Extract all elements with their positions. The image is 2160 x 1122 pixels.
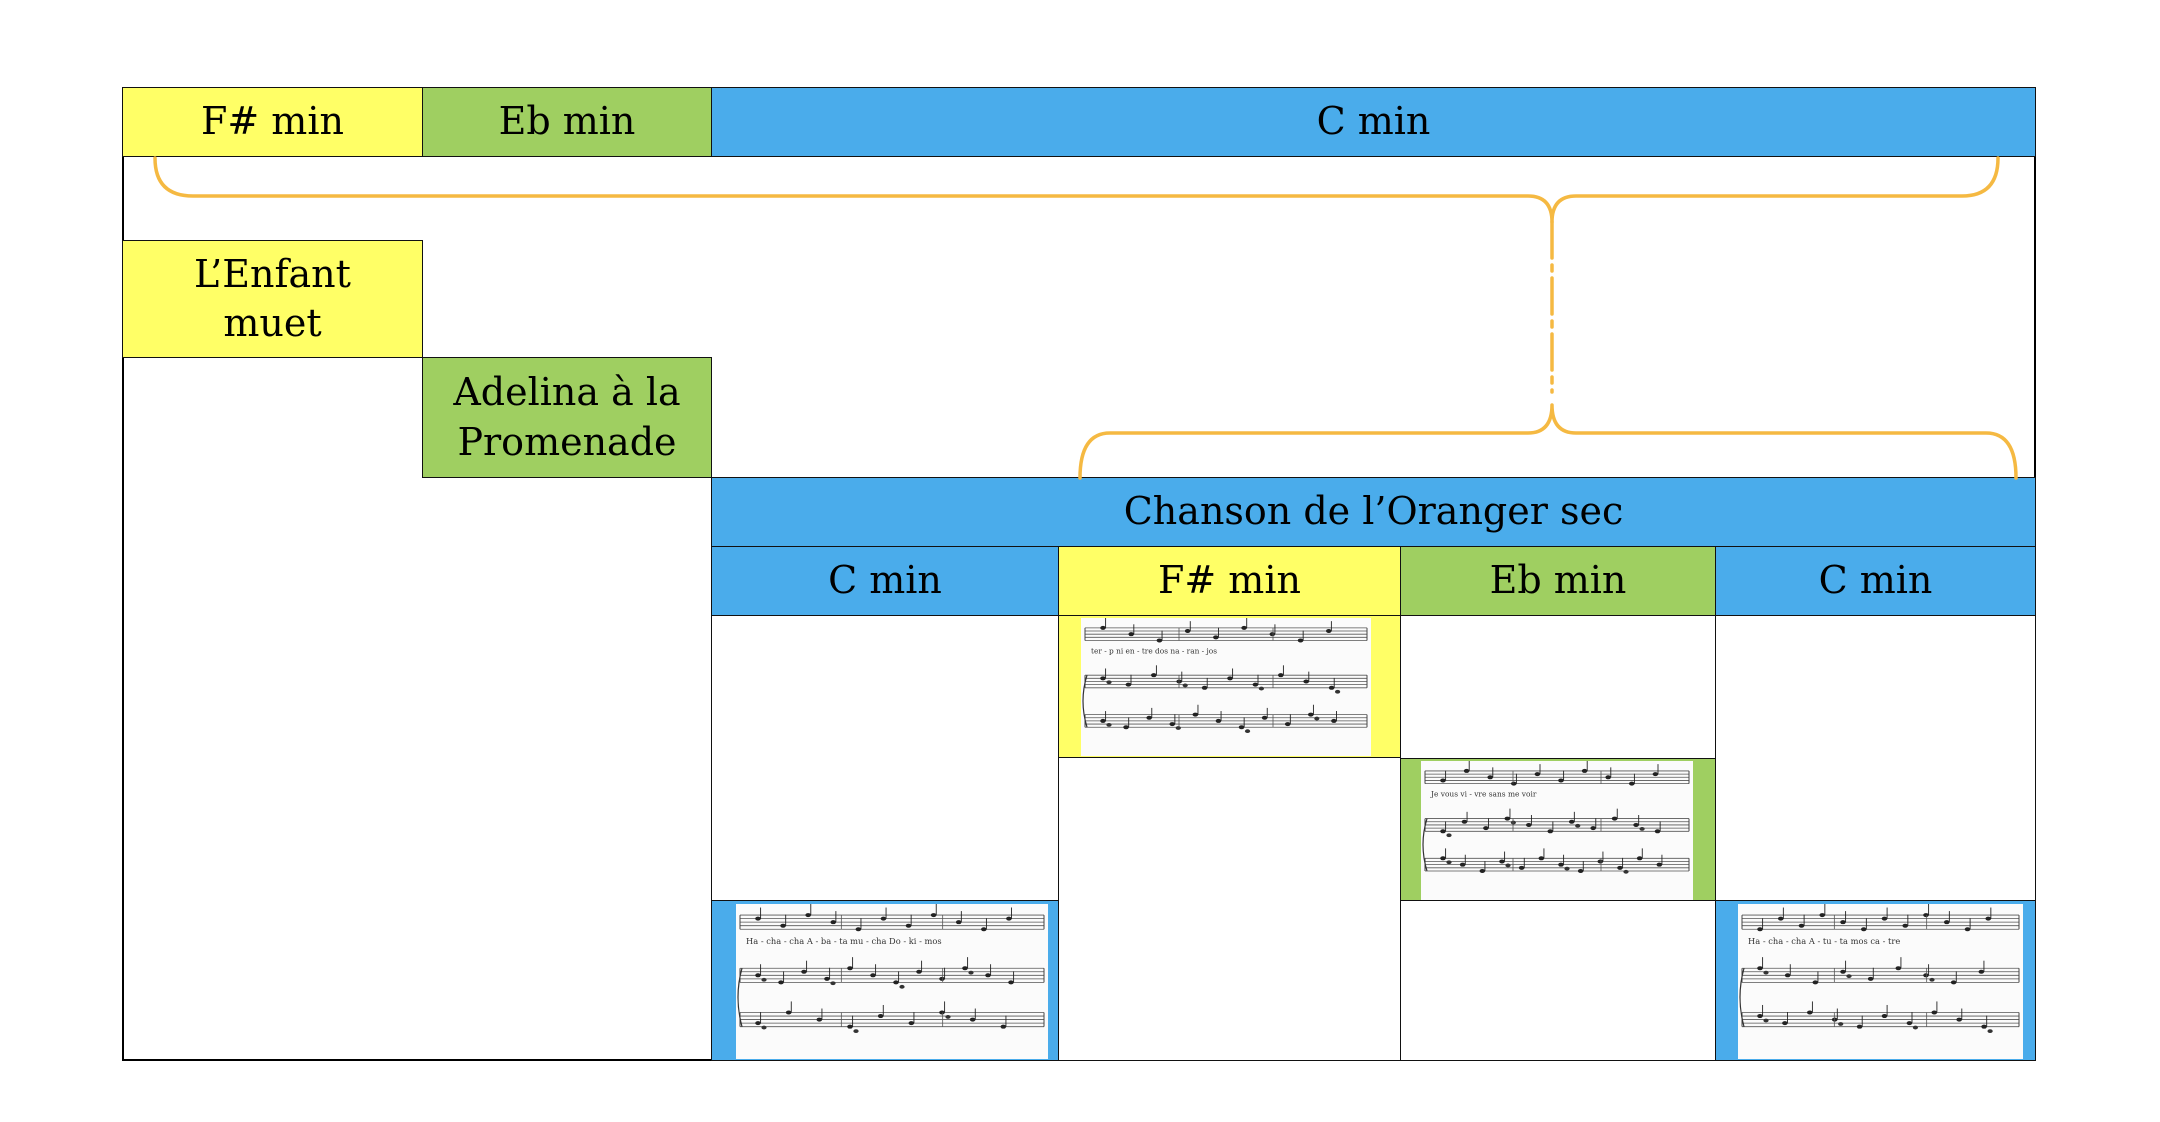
grid-cell (1400, 900, 1716, 1061)
grid-cell (1400, 615, 1716, 759)
top-key-eflat-minor: Eb min (422, 87, 712, 157)
grid-cell (1058, 757, 1401, 1061)
score-lyrics: ter - p ni en - tre dos na - ran - jos (1091, 646, 1217, 655)
score-excerpt-c-minor-2: Ha - cha - cha A - tu - ta mos ca - tre (1715, 900, 2036, 1061)
section-key-c-minor-2: C min (1715, 546, 2036, 616)
section-key-eflat-minor: Eb min (1400, 546, 1716, 616)
score-image: Je vous vi - vre sans me voir (1421, 761, 1693, 900)
song-enfant-muet: L’Enfant muet (122, 240, 423, 358)
score-image: Ha - cha - cha A - tu - ta mos ca - tre (1738, 904, 2023, 1059)
score-excerpt-c-minor-1: Ha - cha - cha A - ba - ta mu - cha Do -… (711, 900, 1059, 1061)
song-adelina-promenade: Adelina à la Promenade (422, 357, 712, 478)
score-excerpt-fsharp-minor: ter - p ni en - tre dos na - ran - jos (1058, 615, 1401, 758)
section-key-fsharp-minor: F# min (1058, 546, 1401, 616)
top-key-c-minor: C min (711, 87, 2036, 157)
top-key-fsharp-minor: F# min (122, 87, 423, 157)
grid-cell (711, 615, 1059, 901)
score-excerpt-eflat-minor: Je vous vi - vre sans me voir (1400, 758, 1716, 901)
score-image: Ha - cha - cha A - ba - ta mu - cha Do -… (736, 904, 1048, 1059)
score-lyrics: Je vous vi - vre sans me voir (1430, 790, 1537, 799)
song-chanson-oranger-sec: Chanson de l’Oranger sec (711, 477, 2036, 547)
score-lyrics: Ha - cha - cha A - ba - ta mu - cha Do -… (746, 936, 942, 946)
score-lyrics: Ha - cha - cha A - tu - ta mos ca - tre (1748, 936, 1900, 946)
section-key-c-minor-1: C min (711, 546, 1059, 616)
grid-cell (1715, 615, 2036, 901)
score-image: ter - p ni en - tre dos na - ran - jos (1081, 618, 1371, 756)
